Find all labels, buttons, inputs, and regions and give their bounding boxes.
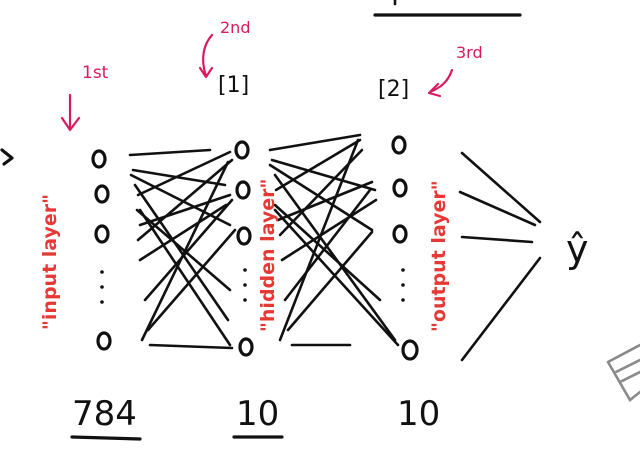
input-nodes: [91, 149, 112, 351]
output-yhat: ŷ: [566, 227, 589, 271]
hidden-node: [235, 180, 251, 200]
hidden-node: [236, 226, 252, 246]
output-nodes: [391, 135, 419, 361]
ellipsis-dot: [100, 285, 104, 289]
output-node: [391, 135, 407, 155]
ellipsis-dot: [401, 268, 405, 272]
third-arrow-icon: [427, 68, 454, 98]
input-node: [96, 331, 112, 351]
ellipsis-dot: [243, 298, 247, 302]
input-node: [94, 224, 110, 244]
hidden-node: [238, 337, 254, 357]
output-yhat-connections: [458, 151, 542, 362]
output-node: [392, 224, 408, 244]
first-arrow-icon: [60, 93, 81, 132]
output-node: [392, 178, 408, 198]
hidden-size-label: 10: [236, 394, 279, 434]
ellipsis-dot: [243, 283, 247, 287]
hidden-output-connections: [268, 133, 400, 347]
output-size-label: 10: [397, 394, 440, 434]
hidden-layer-label: "hidden layer": [257, 179, 279, 332]
input-node: [94, 184, 110, 204]
hidden-node: [234, 140, 250, 160]
corner-sketch: [606, 343, 640, 402]
first-annotation: 1st: [82, 63, 109, 83]
input-hidden-connections: [128, 148, 237, 350]
output-layer-label: "output layer": [428, 180, 450, 332]
ellipsis-dot: [243, 268, 247, 272]
layer-1-superscript: [1]: [218, 73, 249, 98]
ellipsis-dot: [100, 270, 104, 274]
second-arrow-icon: [198, 33, 214, 79]
ellipsis-dot: [401, 283, 405, 287]
third-annotation: 3rd: [456, 43, 483, 62]
hidden-nodes: [234, 140, 254, 357]
layer-2-superscript: [2]: [378, 77, 409, 102]
input-node: [91, 149, 107, 169]
second-annotation: 2nd: [220, 18, 250, 37]
ellipsis-dot: [401, 298, 405, 302]
input-size-underline: [70, 435, 142, 441]
left-edge-mark: [0, 148, 14, 166]
output-node: [401, 339, 419, 361]
input-layer-label: "input layer": [39, 194, 61, 330]
input-size-label: 784: [72, 394, 137, 434]
ellipsis-dot: [100, 300, 104, 304]
